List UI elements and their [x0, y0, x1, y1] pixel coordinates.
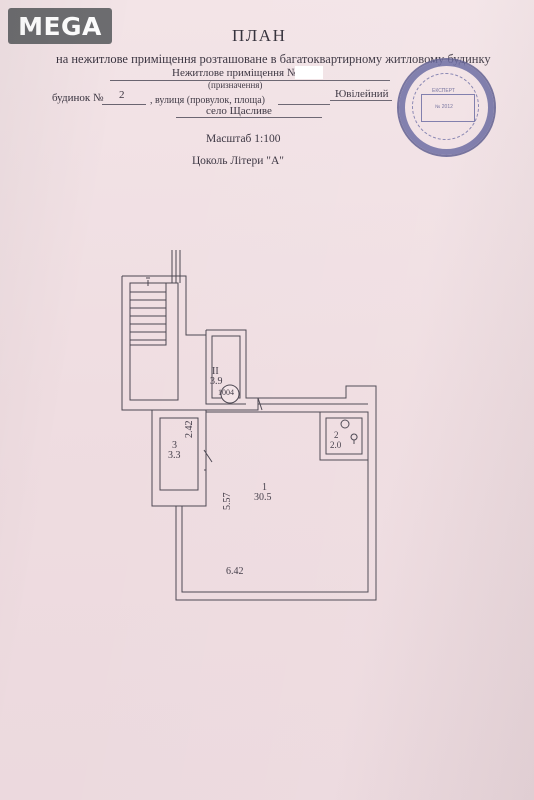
- level-label: Цоколь Літери "А": [192, 155, 284, 167]
- stamp-inner-ring: [412, 73, 479, 140]
- dimension-height-small: 2.42: [184, 420, 195, 439]
- room-II-number: II: [212, 366, 219, 377]
- door-swing-1: [203, 449, 213, 471]
- dimension-width-main: 6.42: [226, 566, 244, 577]
- redacted-number: [295, 66, 323, 79]
- stamp-text-2: № 2012: [435, 104, 453, 110]
- wall-stair-inner: [129, 282, 179, 401]
- street-underline-right: [330, 100, 392, 101]
- room-1-area: 30.5: [254, 492, 272, 503]
- plan-subtitle: на нежитлове приміщення розташоване в ба…: [56, 52, 491, 66]
- wall-main-inner: [181, 411, 369, 593]
- room-3-area: 3.3: [168, 450, 181, 461]
- street-label: , вулиця (провулок, площа): [150, 95, 266, 106]
- scale-label: Масштаб 1:100: [206, 133, 281, 145]
- house-label: будинок №: [52, 92, 104, 104]
- street-underline-left: [278, 104, 330, 105]
- room-2-area: 2.0: [330, 440, 342, 450]
- dimension-height-main: 5.57: [222, 492, 233, 511]
- wall-room-2: [319, 412, 368, 461]
- room-1-number: 1: [262, 482, 267, 493]
- room-3-number: 3: [172, 440, 177, 451]
- wall-room-3-inner: [159, 417, 199, 491]
- house-underline: [102, 104, 146, 105]
- wall-room-2-inner: [325, 417, 363, 455]
- purpose-note: (призначення): [208, 80, 263, 90]
- wall-room-II: [205, 329, 258, 405]
- wall-room-3: [151, 409, 207, 507]
- premises-label: Нежитлове приміщення №: [172, 67, 298, 79]
- wall-stair-left: [121, 276, 152, 411]
- room-II-area: 3.9: [210, 376, 223, 387]
- official-stamp-seal: ЕКСПЕРТ № 2012: [397, 58, 496, 157]
- door-swing-2: [257, 397, 263, 411]
- mega-logo: MEGA: [8, 8, 112, 44]
- wall-room-II-inner: [211, 335, 241, 399]
- room-2-number: 2: [334, 430, 339, 440]
- mega-logo-text: MEGA: [18, 11, 102, 41]
- marker-circle: [220, 384, 240, 404]
- premises-underline: [110, 80, 390, 81]
- village-underline: [176, 117, 322, 118]
- toilet-fixture: [350, 433, 358, 444]
- shaft-lines: [171, 250, 181, 283]
- marker-label: 1004: [218, 388, 234, 397]
- stamp-box: [421, 94, 475, 122]
- house-number: 2: [119, 89, 125, 101]
- village-name: село Щасливе: [206, 105, 272, 117]
- washbasin-fixture: [340, 419, 350, 429]
- wall-main-outer: [175, 385, 377, 601]
- wall-stair-outer: [122, 275, 206, 336]
- plan-title: ПЛАН: [232, 26, 287, 45]
- street-name: Ювілейний: [335, 88, 389, 100]
- stamp-text-1: ЕКСПЕРТ: [432, 88, 455, 94]
- stair-treads: [130, 277, 167, 346]
